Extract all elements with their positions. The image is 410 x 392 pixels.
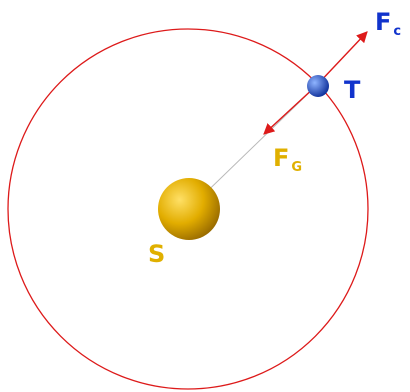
sun — [158, 178, 220, 240]
centrifugal-force-subscript: c — [393, 24, 402, 39]
gravitational-force-symbol: F — [273, 144, 290, 172]
earth-label: T — [344, 76, 361, 104]
centrifugal-force-symbol: F — [375, 8, 392, 36]
orbit-path — [7, 28, 369, 390]
gravitational-force-arrow — [263, 85, 317, 135]
centrifugal-force-arrow — [315, 31, 368, 87]
sun-label: S — [148, 240, 166, 268]
earth — [307, 75, 329, 97]
gravitational-force-subscript: G — [291, 160, 303, 175]
